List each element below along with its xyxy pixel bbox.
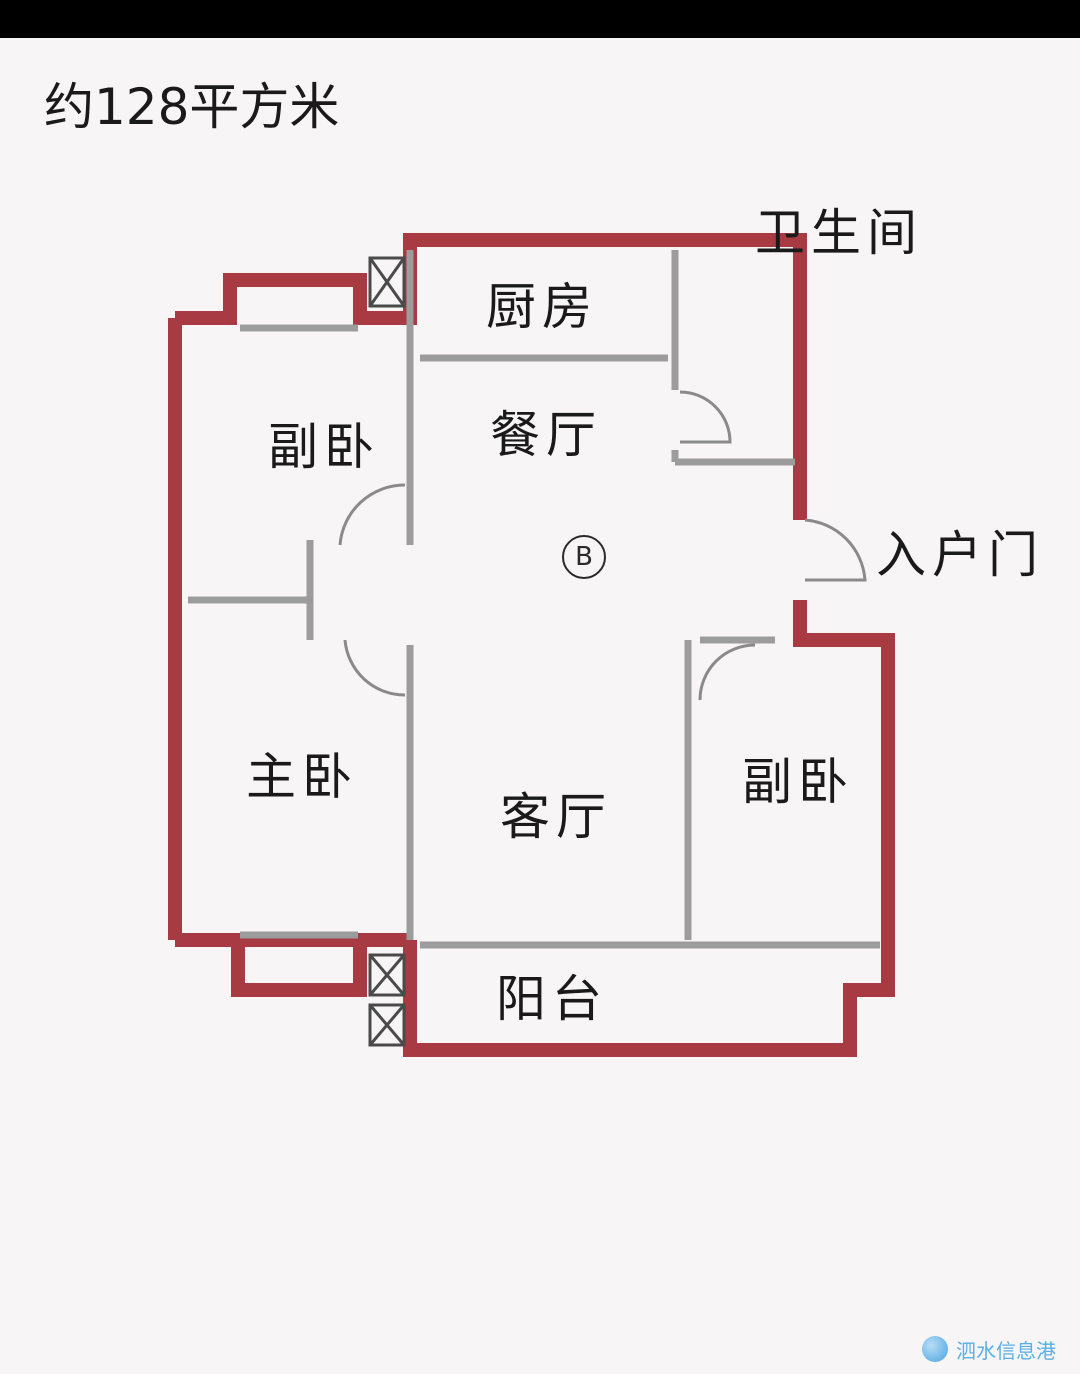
room-label-balcony: 阳台 xyxy=(496,970,608,1028)
door-swing-icon xyxy=(338,390,867,701)
room-label-second-bedroom-left: 副卧 xyxy=(268,418,380,476)
source-watermark: 泗水信息港 xyxy=(922,1334,1056,1364)
room-label-bathroom: 卫生间 xyxy=(755,204,923,262)
interior-walls xyxy=(188,250,880,949)
shaft-cross-icon xyxy=(368,256,406,1047)
room-label-second-bedroom-right: 副卧 xyxy=(742,753,854,811)
room-label-master-bedroom: 主卧 xyxy=(246,748,358,806)
source-logo-icon xyxy=(922,1336,948,1362)
area-title: 约128平方米 xyxy=(44,78,340,136)
room-label-kitchen: 厨房 xyxy=(486,278,598,336)
source-name: 泗水信息港 xyxy=(956,1338,1056,1363)
room-label-dining: 餐厅 xyxy=(490,406,602,464)
room-label-entrance: 入户门 xyxy=(876,526,1044,584)
room-label-living: 客厅 xyxy=(500,788,612,846)
unit-badge-icon: B xyxy=(562,535,606,579)
exterior-wall xyxy=(168,233,895,1057)
